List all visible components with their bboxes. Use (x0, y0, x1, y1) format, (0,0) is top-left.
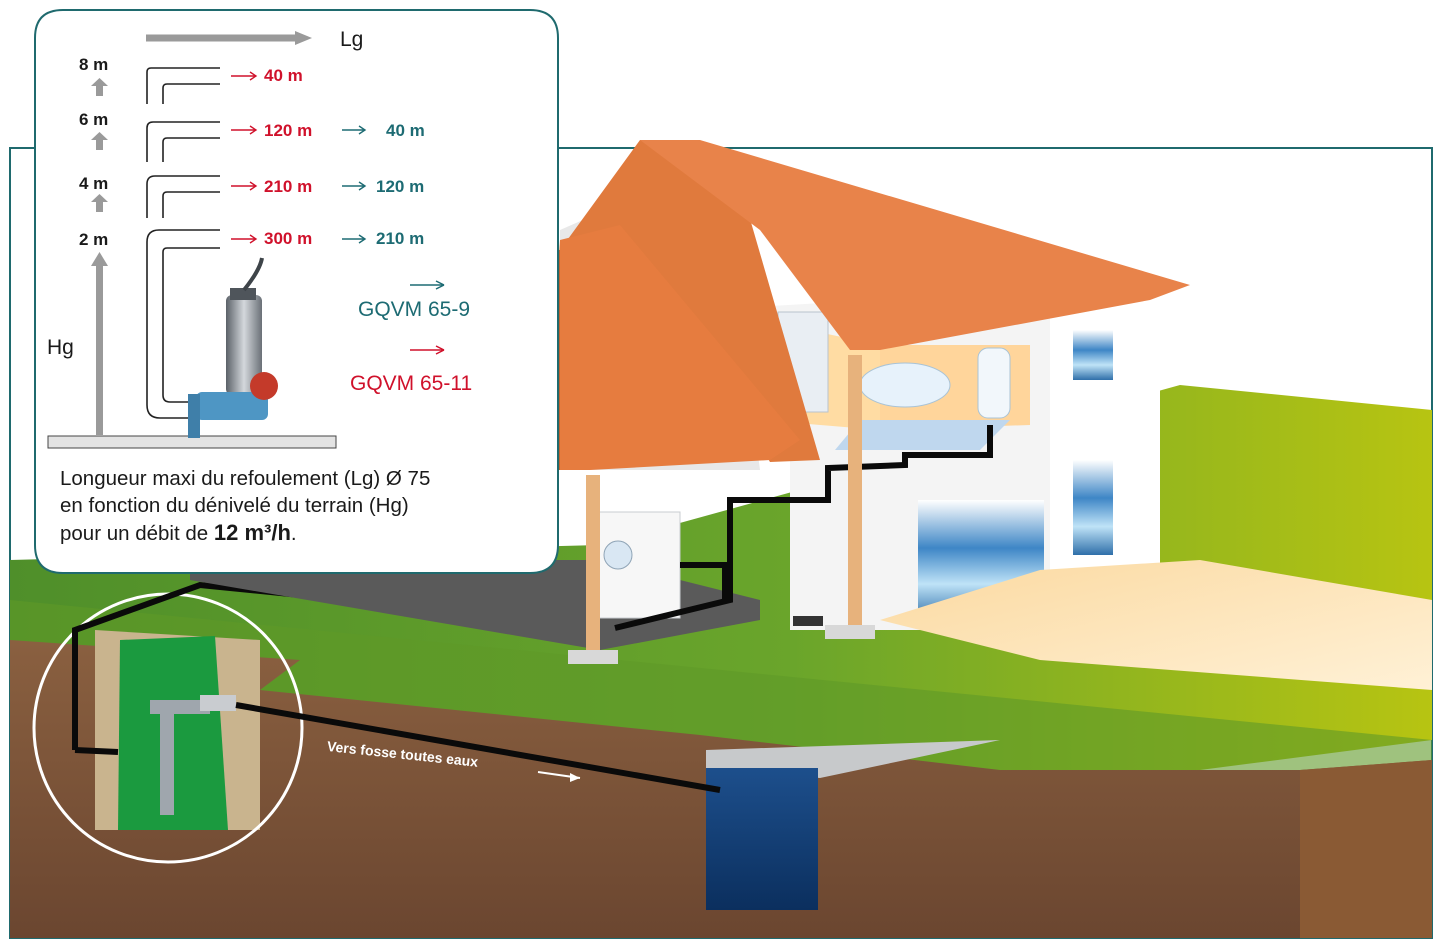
floor-drain (793, 616, 823, 626)
bathroom-floor-tiles (835, 420, 1010, 450)
red-value-2: 300 m (264, 229, 313, 248)
height-label-4: 4 m (79, 174, 109, 193)
pump-handle-base (230, 288, 256, 300)
pump-body (226, 295, 262, 395)
pipe-6m (146, 121, 220, 162)
caption-line-3-suffix: . (290, 522, 297, 545)
legend-teal-model: GQVM 65-9 (358, 298, 471, 321)
teal-value-4: 120 m (376, 177, 425, 196)
caption-line-3: pour un débit de 12 m³/h. (60, 519, 430, 547)
hg-label: Hg (47, 336, 74, 359)
pipe-4m (146, 175, 220, 218)
height-label-2: 2 m (79, 230, 109, 249)
drain-pipe (614, 425, 993, 631)
pipe-8m (146, 67, 220, 104)
roof-left (560, 140, 820, 462)
red-row-arrows (231, 71, 258, 244)
teal-row-arrows (342, 125, 367, 244)
lawn-front (10, 600, 1432, 800)
pipe-2m (146, 229, 220, 419)
pit-pipe-vertical (160, 705, 174, 815)
inset-caption: Longueur maxi du refoulement (Lg) Ø 75 e… (60, 465, 430, 547)
bathtub (859, 362, 951, 408)
red-value-6: 120 m (264, 121, 313, 140)
caption-line-3-prefix: pour un débit de (60, 522, 214, 545)
pump-motor-cap (250, 372, 278, 400)
soil-side (1300, 760, 1432, 938)
septic-tank (706, 768, 818, 910)
pump-cable (242, 257, 264, 292)
washer-door (603, 540, 633, 570)
teal-value-6: 40 m (386, 121, 425, 140)
lg-arrow-head (295, 31, 312, 45)
pump-flange (188, 394, 200, 438)
collect-pipe-end (74, 747, 119, 755)
window-upper (1073, 330, 1113, 380)
toilet (977, 347, 1011, 419)
legend-teal-arrowhead (435, 280, 445, 290)
hg-arrow-shaft (96, 265, 103, 435)
height-label-8: 8 m (79, 55, 109, 74)
pump-volute (196, 392, 268, 420)
septic-arrow-head (570, 773, 580, 782)
step-arrow-6 (91, 132, 108, 150)
caption-flow-value: 12 m³/h (213, 520, 291, 545)
outflow-pipe (235, 702, 721, 793)
window-lower (1073, 460, 1113, 555)
inset-panel (34, 9, 559, 574)
height-label-6: 6 m (79, 110, 109, 129)
hg-arrow-head (91, 252, 108, 266)
step-arrow-8 (91, 78, 108, 96)
caption-line-2: en fonction du dénivelé du terrain (Hg) (60, 494, 409, 517)
pit-outlet (200, 695, 236, 711)
roof-garage (545, 225, 800, 470)
downpipe-right-base (825, 625, 875, 639)
downpipe-left (586, 475, 600, 655)
teal-value-2: 210 m (376, 229, 425, 248)
red-value-4: 210 m (264, 177, 313, 196)
step-arrow-4 (91, 194, 108, 212)
red-value-8: 40 m (264, 66, 303, 85)
roof-main (640, 140, 1190, 350)
lg-label: Lg (340, 28, 364, 51)
downpipe-right (848, 355, 862, 635)
caption-line-1: Longueur maxi du refoulement (Lg) Ø 75 (60, 467, 431, 490)
washer-drain (680, 562, 728, 600)
legend-red-arrowhead (435, 345, 445, 355)
downpipe-left-base (568, 650, 618, 664)
patio (880, 560, 1432, 690)
legend-red-model: GQVM 65-11 (350, 372, 473, 395)
